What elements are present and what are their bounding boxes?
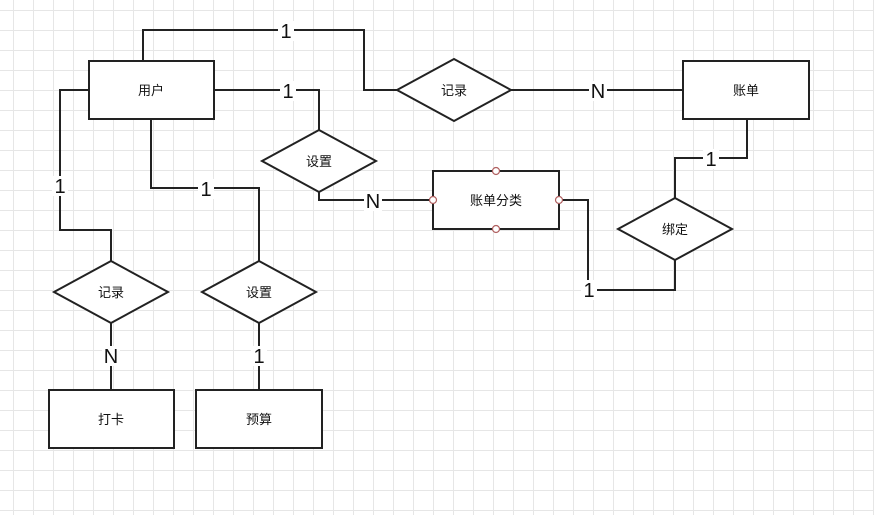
entity-checkin-label: 打卡 <box>98 413 124 428</box>
entity-bill[interactable]: 账单 <box>682 60 810 120</box>
cardinality-user-setup-bottom: 1 <box>198 179 214 201</box>
cardinality-record-left-checkin: N <box>102 346 120 368</box>
relationship-record-top[interactable]: 记录 <box>394 57 514 123</box>
relationship-bind[interactable]: 绑定 <box>615 196 735 262</box>
cardinality-setup-bottom-budget: 1 <box>251 346 267 368</box>
relationship-setup-bottom[interactable]: 设置 <box>199 259 319 325</box>
connection-port-right[interactable] <box>554 195 564 205</box>
cardinality-user-setup-mid: 1 <box>280 81 296 103</box>
svg-text:N: N <box>104 346 118 368</box>
entity-category[interactable]: 账单分类 <box>428 166 564 234</box>
entity-user-label: 用户 <box>138 83 164 99</box>
cardinality-user-record-left: 1 <box>52 176 68 198</box>
cardinality-category-bind: 1 <box>581 280 597 302</box>
entity-bill-label: 账单 <box>733 84 759 99</box>
entity-checkin[interactable]: 打卡 <box>48 389 175 449</box>
cardinality-record-top-bill: N <box>589 81 607 103</box>
connection-port-bottom[interactable] <box>491 224 501 234</box>
connection-port-top[interactable] <box>491 166 501 176</box>
connection-port-left[interactable] <box>428 195 438 205</box>
entity-category-label: 账单分类 <box>470 194 522 209</box>
edge-user-record-top <box>142 29 397 91</box>
svg-text:1: 1 <box>54 176 65 198</box>
svg-text:1: 1 <box>282 81 293 103</box>
edge-user-record-left <box>59 89 112 261</box>
relationship-bind-label: 绑定 <box>662 223 688 238</box>
cardinality-bill-bind: 1 <box>703 149 719 171</box>
relationship-record-top-label: 记录 <box>441 84 467 99</box>
svg-text:1: 1 <box>253 346 264 368</box>
entity-budget[interactable]: 预算 <box>195 389 323 449</box>
svg-text:1: 1 <box>280 21 291 43</box>
cardinality-user-record-top: 1 <box>278 21 294 43</box>
svg-text:N: N <box>591 81 605 103</box>
entity-budget-label: 预算 <box>246 413 272 428</box>
relationship-setup-bottom-label: 设置 <box>246 286 272 301</box>
relationship-record-left[interactable]: 记录 <box>51 259 171 325</box>
svg-text:1: 1 <box>705 149 716 171</box>
svg-text:N: N <box>366 191 380 213</box>
relationship-setup-mid[interactable]: 设置 <box>259 128 379 194</box>
edge-setup-mid-category <box>318 192 433 201</box>
relationship-record-left-label: 记录 <box>98 286 124 301</box>
entity-user[interactable]: 用户 <box>88 60 215 120</box>
svg-text:1: 1 <box>200 179 211 201</box>
edge-user-setup-mid <box>214 89 320 130</box>
relationship-setup-mid-label: 设置 <box>306 155 332 170</box>
cardinality-setup-mid-category: N <box>364 191 382 213</box>
svg-text:1: 1 <box>583 280 594 302</box>
